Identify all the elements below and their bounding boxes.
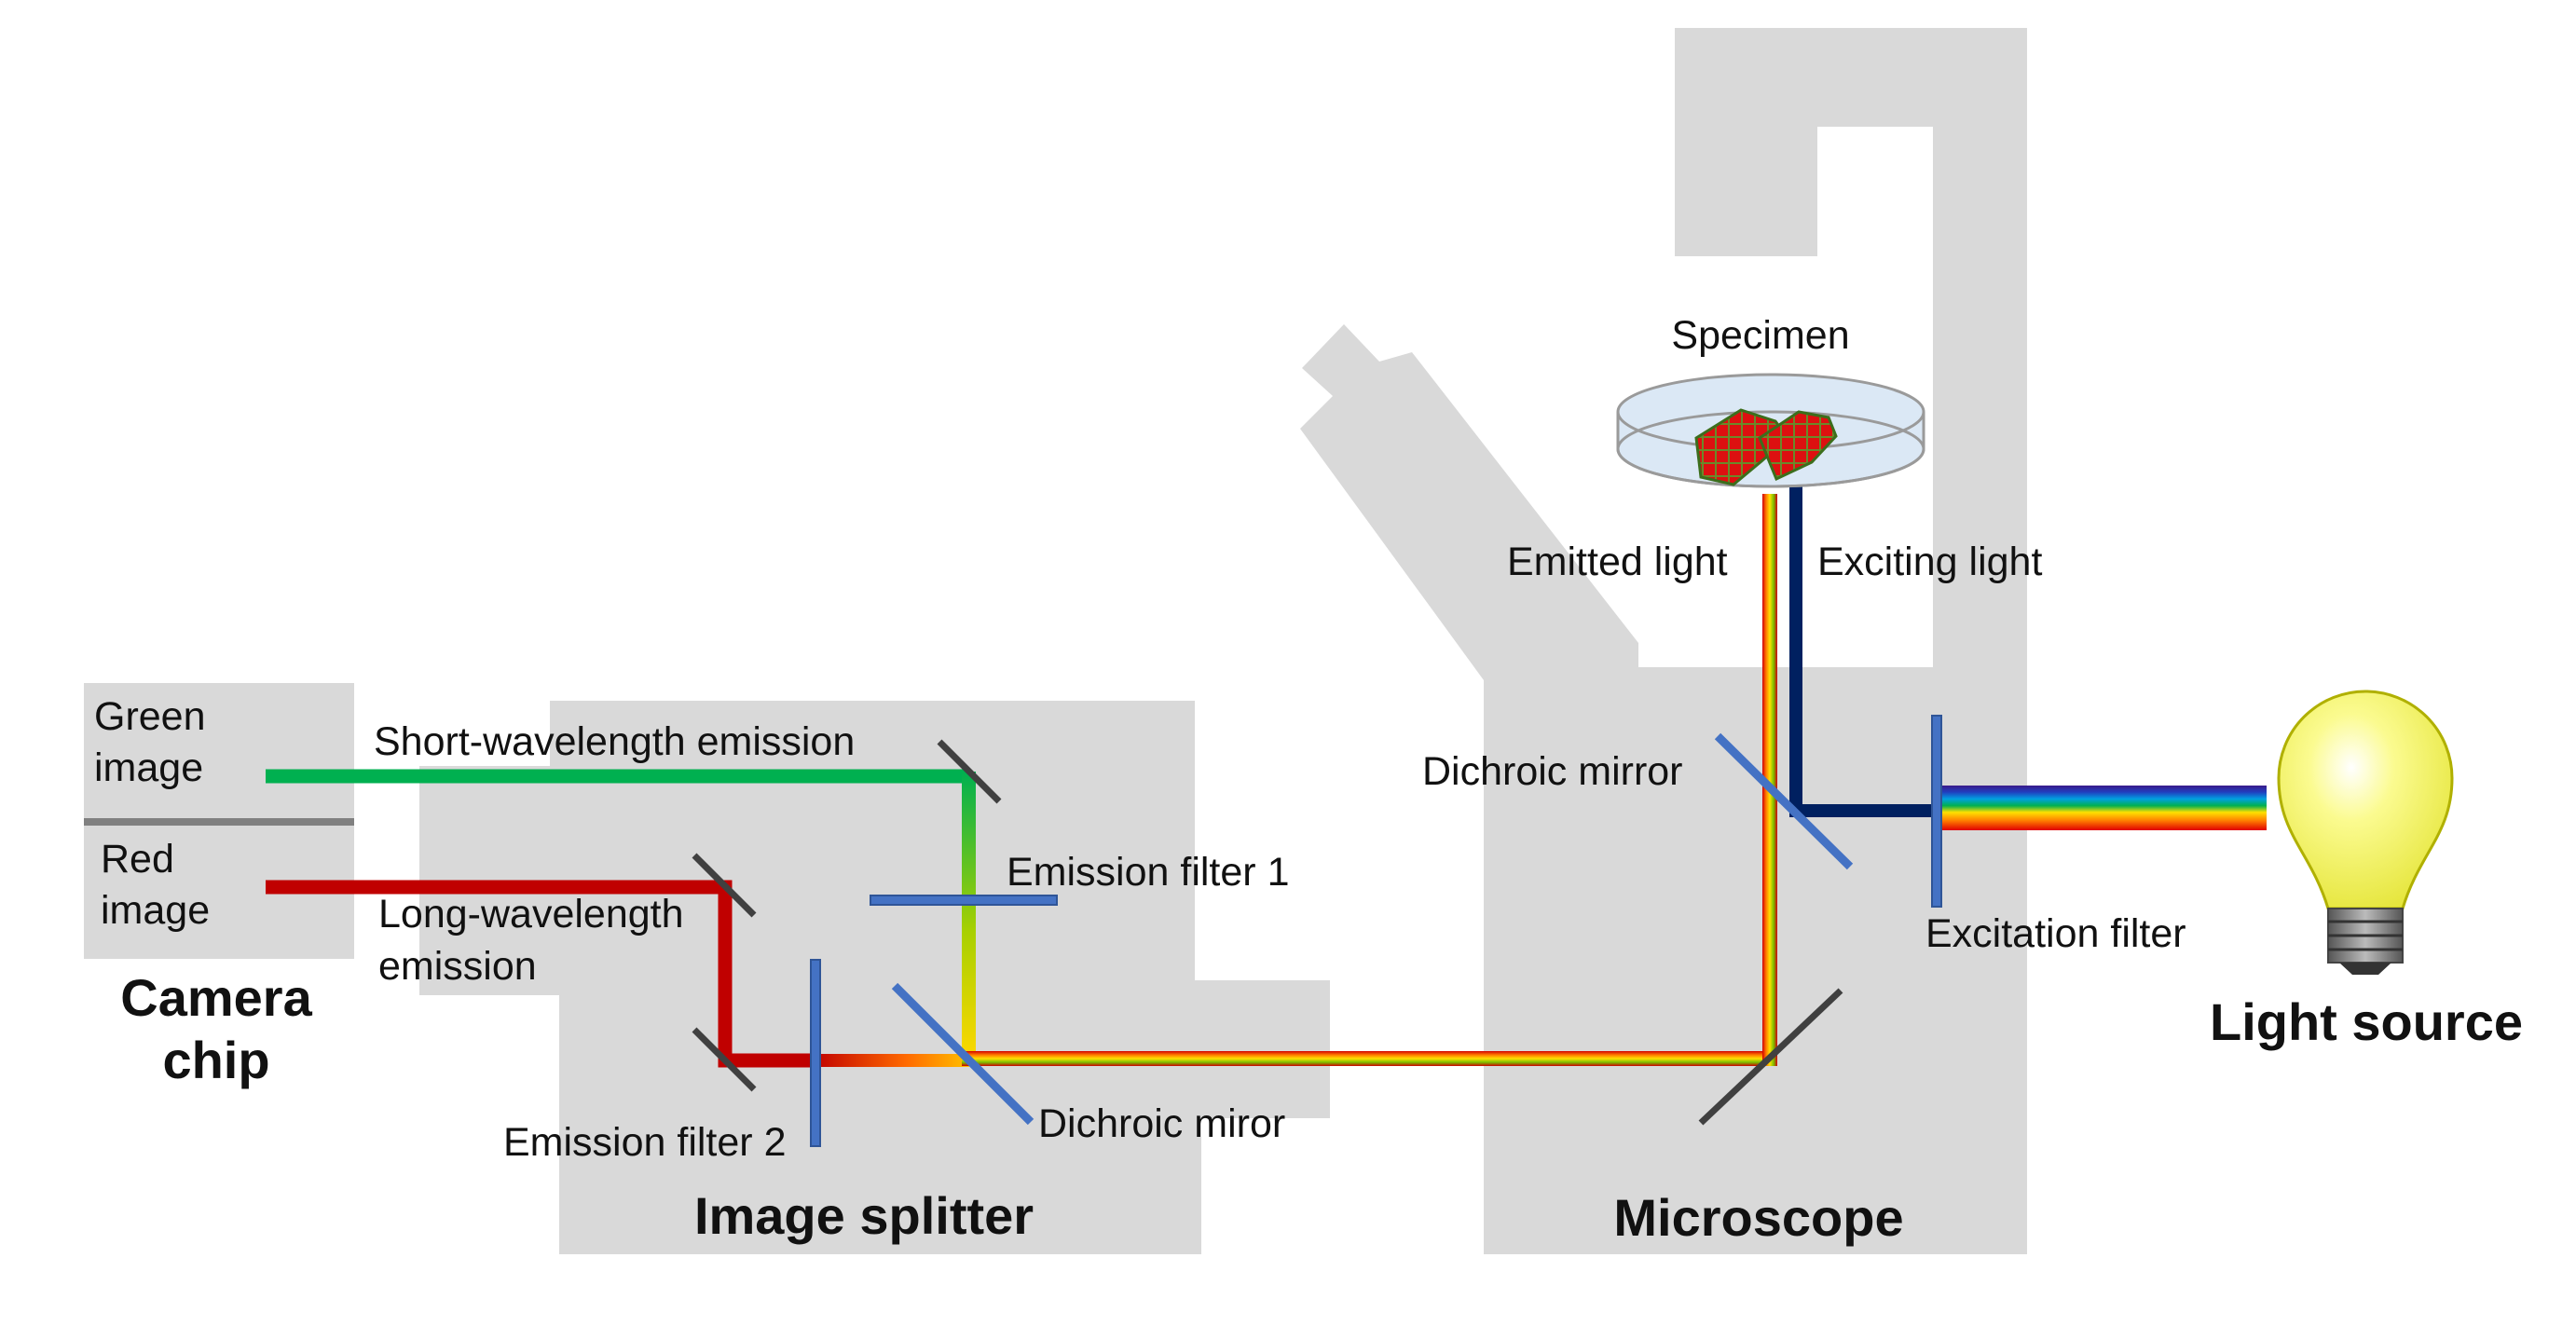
specimen-tissue <box>1694 408 1838 486</box>
specimen-label: Specimen <box>1671 313 1849 358</box>
microscope-label: Microscope <box>1613 1188 1903 1247</box>
optical-filters <box>810 715 1942 1147</box>
light-bulb-icon <box>2277 690 2454 975</box>
emission-filter-2 <box>810 959 821 1147</box>
emission-beam-vertical <box>1762 494 1777 1066</box>
image-splitter-label: Image splitter <box>694 1186 1034 1245</box>
green-beam-vertical <box>962 772 976 1062</box>
emitted-light-label: Emitted light <box>1507 540 1728 584</box>
camera-chip-label-line1: Camera <box>120 968 312 1027</box>
image-splitter-housing <box>419 701 1330 1254</box>
green-image-label-line2: image <box>94 745 203 790</box>
splitter-dichroic-mirror <box>891 982 1035 1126</box>
microscope-dichroic-mirror <box>1714 732 1854 870</box>
green-mirror <box>937 739 1002 804</box>
green-image-label-line1: Green <box>94 694 206 739</box>
red-image-label-line1: Red <box>101 837 174 882</box>
excitation-filter <box>1931 715 1942 908</box>
dichroic-miror-label: Dichroic miror <box>1038 1101 1285 1146</box>
microscope-mirror <box>1698 988 1843 1126</box>
emission-beam-horizontal <box>962 1051 1777 1066</box>
camera-chip-label-line2: chip <box>162 1031 269 1089</box>
red-beam <box>266 880 813 1068</box>
emission-filter-1-label: Emission filter 1 <box>1007 850 1289 895</box>
long-wavelength-emission-label-line2: emission <box>378 944 537 989</box>
excitation-filter-label: Excitation filter <box>1925 911 2186 956</box>
light-source-beam <box>1939 786 2267 830</box>
red-mirror-bottom <box>692 1027 757 1092</box>
microscope-housing <box>1300 28 2027 1254</box>
short-wavelength-emission-label: Short-wavelength emission <box>374 719 855 764</box>
dichroic-mirror-label: Dichroic mirror <box>1422 749 1683 794</box>
emission-filter-1 <box>870 895 1058 906</box>
exciting-light-label: Exciting light <box>1817 540 2042 584</box>
long-wavelength-emission-label-line1: Long-wavelength <box>378 892 684 936</box>
red-mirror-top <box>692 853 757 918</box>
red-beam-filtered <box>813 1054 969 1067</box>
mirrors <box>692 739 1843 1126</box>
emission-filter-2-label: Emission filter 2 <box>503 1120 786 1165</box>
light-source-label: Light source <box>2210 992 2523 1051</box>
red-image-label-line2: image <box>101 888 210 933</box>
